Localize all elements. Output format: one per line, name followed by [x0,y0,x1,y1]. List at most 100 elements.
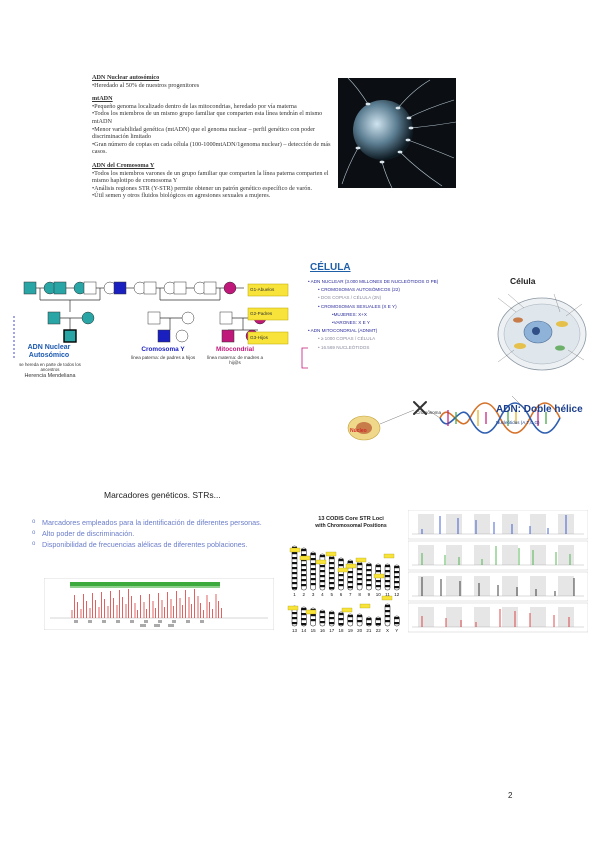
chromosome-band [366,623,372,626]
str-item: Marcadores empleados para la identificac… [32,518,272,528]
cell-illustration [497,293,587,371]
y-subtitle: línea paterna: de padres a hijos [130,355,196,360]
chromosome-band [366,579,372,582]
chromosome-band [375,585,381,588]
helix-title: ADN: Doble hélice [496,404,583,415]
locus-tag [341,607,353,613]
allele-bin [502,545,518,565]
chromosome-band [329,587,335,590]
chromosome-number: 9 [368,592,371,597]
cell-item: •VARONES: X E Y [332,320,370,326]
chromosome-band [310,553,316,556]
allele-bin [502,607,518,627]
chromosome-number: 22 [376,628,382,633]
chromosome-band [338,574,344,577]
chromosome-band [301,574,307,577]
chromosome-band [385,565,390,568]
chromosome-band [301,584,307,587]
chromosome-band [338,584,344,587]
locus-tag [359,603,371,609]
chromosome-band [394,617,400,620]
str-bullet-list: Marcadores empleados para la identificac… [32,518,272,550]
cell-item: •MUJERES: X+X [332,311,367,317]
chromosome-band [375,618,381,621]
chromosome-band [357,573,363,576]
chromosome-shape [301,606,307,627]
para: •Análisis regiones STR (Y-STR) permite o… [92,184,313,192]
para: •Menor variabilidad genética (mtADN) que… [92,125,316,141]
heading-chrom-y: ADN del Cromosoma Y [92,161,155,169]
nuclear-subtitle-2: Herencia Mendeliana [24,373,76,379]
chromosome-number: 14 [301,628,307,633]
chromosome-band [292,552,297,555]
chromosome-band [385,620,390,623]
chromosome-band [319,565,325,568]
allele-bin [502,514,518,534]
chromosome-band [310,578,316,581]
chromosome-band [319,570,325,573]
chromosome-band [347,576,353,579]
str-profile-panels [408,510,588,633]
chromosome-band [347,571,353,574]
chromosome-band [301,613,307,616]
chromosome-band [329,572,335,575]
locus-tag [381,595,393,601]
chromosome-band [357,620,363,623]
chromosome-band [310,619,316,622]
chromosome-band [310,583,316,586]
mito-title: Mitocondrial [216,346,254,353]
chromosome-band [329,582,335,585]
locus-tag [299,555,311,561]
chromosome-band [347,620,353,623]
chromosome-band [366,574,372,577]
chromosome-band [301,554,307,557]
chromosome-band [394,622,400,625]
chromosome-band [319,580,325,583]
pedigree-diagram: G1-Abuelos G2-Padres G3-Hijos ADN Nuclea… [10,268,290,398]
chromosome-number: 1 [293,592,296,597]
chromosome-band [292,577,297,580]
chromosome-band [357,578,363,581]
chromosome-band [292,562,297,565]
chromosome-band [329,567,335,570]
chromosome-band [292,572,297,575]
cell-item: • ADN NUCLEAR (3.000 MILLONES DE NUCLEÓT… [308,279,439,284]
chromosome-band [338,613,344,616]
chromosome-number: 13 [292,628,298,633]
allele-bin [418,545,434,565]
chromosome-band [347,561,353,564]
chromosome-band [366,618,372,621]
chromosome-number: 19 [348,628,354,633]
chromosome-band [329,622,335,625]
chromosome-band [292,587,297,590]
locus-tag [315,559,327,565]
chromosome-band [319,585,325,588]
chromosome-band [394,576,400,579]
chromosome-band [357,615,363,618]
chromosome-number: Y [395,628,398,633]
nucleotides-label: Nucleótidos (A,T,C,G) [496,420,540,425]
mito-subtitle: línea materna: de madres a hij@s [206,355,264,366]
chromosome-band [347,615,353,618]
chromosome-band [385,585,390,588]
chromosome-band [319,555,325,558]
chromosome-band [319,611,325,614]
chromosome-number: 3 [312,592,315,597]
gen2-label: G2-Padres [250,311,273,316]
page-number: 2 [508,791,513,800]
chromosome-band [385,605,390,608]
locus-tag [287,605,299,611]
chromosome-band [357,568,363,571]
gen3-label: G3-Hijos [250,335,268,340]
chromosome-band [394,581,400,584]
chromosome-number: X [386,628,389,633]
chromosome-number: 12 [394,592,400,597]
locus-tag [373,573,385,579]
chromosome-band [292,567,297,570]
chromosome-band [366,564,372,567]
chromosome-band [310,568,316,571]
chromosome-number: 21 [366,628,372,633]
para: •Todos los miembros de un mismo grupo fa… [92,110,323,125]
chromosome-band [385,580,390,583]
